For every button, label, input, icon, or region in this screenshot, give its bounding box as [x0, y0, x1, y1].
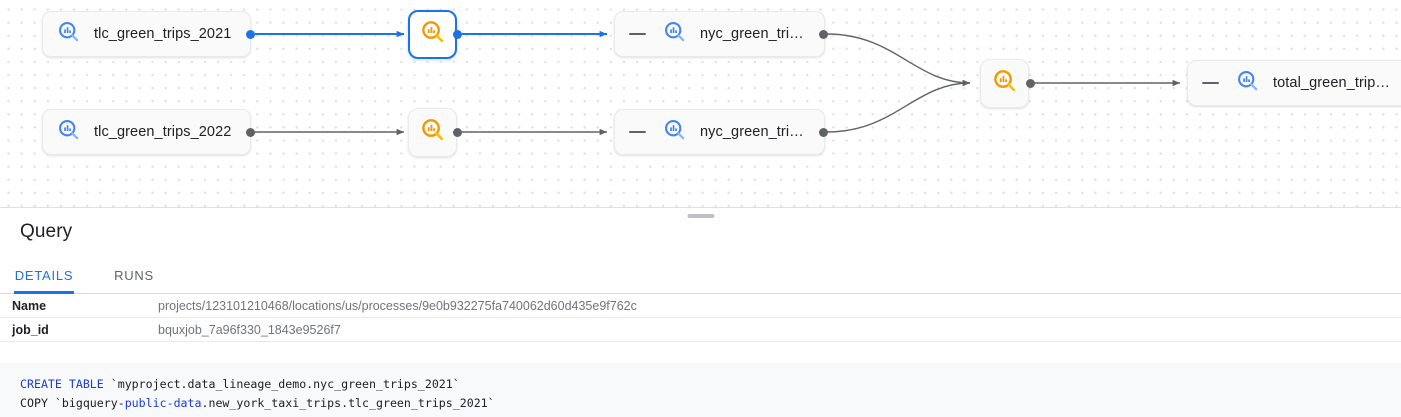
process-search-icon	[420, 19, 446, 50]
lineage-node-label: nyc_green_trips…	[700, 26, 810, 42]
lineage-node-label: nyc_green_trips…	[700, 124, 810, 140]
data-catalog-search-icon	[663, 118, 687, 147]
lineage-node-label: tlc_green_trips_2022	[94, 124, 232, 140]
sql-keyword-public-data: public-data	[124, 396, 202, 410]
collapse-icon[interactable]	[629, 33, 646, 35]
lineage-node-nyc-green-trips-2[interactable]: nyc_green_trips…	[614, 109, 825, 155]
lineage-node-nyc-green-trips-1[interactable]: nyc_green_trips…	[614, 11, 825, 57]
lineage-node-tlc-green-trips-2022[interactable]: tlc_green_trips_2022	[42, 109, 251, 155]
data-catalog-search-icon	[663, 20, 687, 49]
lineage-node-process-selected[interactable]	[408, 10, 457, 59]
node-output-port[interactable]	[453, 30, 462, 39]
lineage-node-process-3[interactable]	[980, 59, 1029, 108]
sql-line2-rest: .new_york_taxi_trips.tlc_green_trips_202…	[201, 396, 495, 410]
page-title: Query	[20, 221, 73, 242]
data-catalog-search-icon	[57, 118, 81, 147]
node-output-port[interactable]	[246, 128, 255, 137]
panel-resize-bar[interactable]	[0, 207, 1401, 222]
row-key-name: Name	[12, 298, 47, 313]
table-row: Name projects/123101210468/locations/us/…	[0, 294, 1401, 318]
tab-bar: DETAILS RUNS	[0, 261, 1401, 294]
sql-keyword-create-table: CREATE TABLE	[20, 377, 104, 391]
data-catalog-search-icon	[1236, 69, 1260, 98]
lineage-node-total-green-trips[interactable]: total_green_trip…	[1187, 60, 1401, 106]
sql-line2-prefix: COPY `bigquery-	[20, 396, 125, 410]
data-catalog-search-icon	[57, 20, 81, 49]
node-output-port[interactable]	[246, 30, 255, 39]
tab-details[interactable]: DETAILS	[14, 261, 74, 294]
lineage-graph-canvas[interactable]: tlc_green_trips_2021 tlc_green_trips_202…	[0, 0, 1401, 209]
row-value-job-id: bquxjob_7a96f330_1843e9526f7	[158, 322, 341, 337]
node-output-port[interactable]	[819, 128, 828, 137]
lineage-node-process-2[interactable]	[408, 108, 457, 157]
node-output-port[interactable]	[453, 128, 462, 137]
sql-line1-rest: `myproject.data_lineage_demo.nyc_green_t…	[103, 377, 460, 391]
table-row: job_id bquxjob_7a96f330_1843e9526f7	[0, 318, 1401, 342]
node-output-port[interactable]	[819, 30, 828, 39]
tab-runs[interactable]: RUNS	[114, 268, 154, 283]
details-table: Name projects/123101210468/locations/us/…	[0, 294, 1401, 342]
process-search-icon	[992, 68, 1018, 99]
lineage-node-label: tlc_green_trips_2021	[94, 26, 232, 42]
lineage-node-label: total_green_trip…	[1273, 75, 1390, 91]
node-output-port[interactable]	[1026, 79, 1035, 88]
details-panel: Query DETAILS RUNS Name projects/1231012…	[0, 221, 1401, 417]
process-search-icon	[420, 117, 446, 148]
row-value-name: projects/123101210468/locations/us/proce…	[158, 298, 637, 313]
collapse-icon[interactable]	[1202, 82, 1219, 84]
collapse-icon[interactable]	[629, 131, 646, 133]
row-key-job-id: job_id	[12, 322, 49, 337]
drag-handle-icon[interactable]	[687, 214, 714, 218]
sql-code-block[interactable]: CREATE TABLE `myproject.data_lineage_dem…	[0, 363, 1401, 417]
lineage-node-tlc-green-trips-2021[interactable]: tlc_green_trips_2021	[42, 11, 251, 57]
